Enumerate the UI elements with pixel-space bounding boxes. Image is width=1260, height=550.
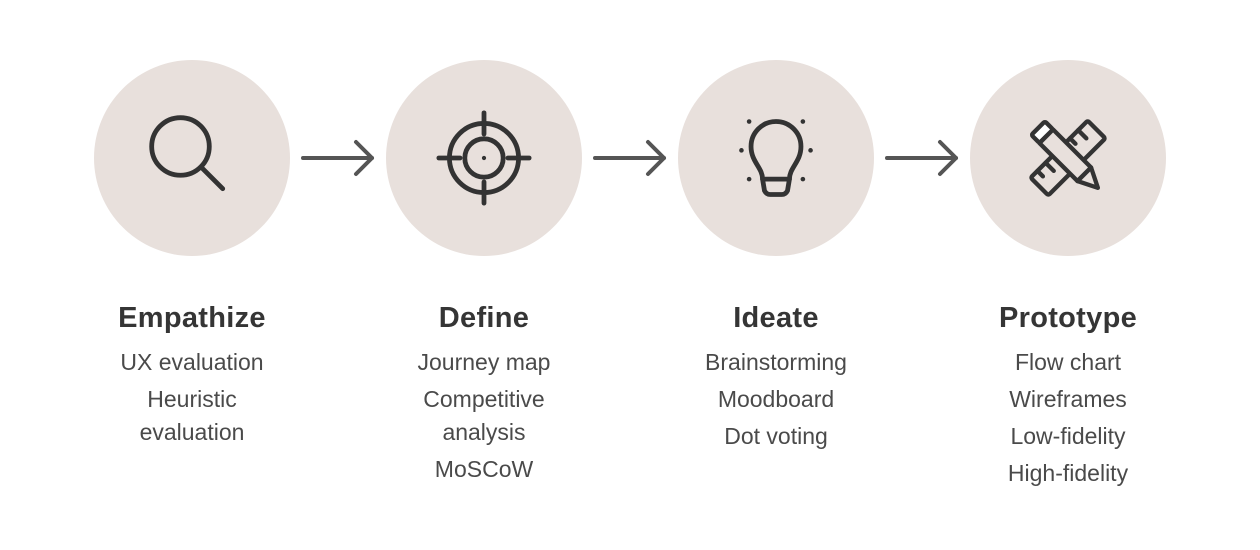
step-title: Define [438,302,530,334]
lightbulb-icon [739,119,813,197]
pencil-ruler-icon [1029,119,1107,197]
right-arrow-icon [885,140,958,176]
target-icon [436,110,532,206]
search-icon [149,115,226,192]
list-item: Dot voting [724,423,828,449]
step-item-list: Flow chart Wireframes Low-fidelity High-… [968,346,1168,494]
list-item: MoSCoW [434,456,534,482]
list-item: Flow chart [1014,349,1122,375]
list-item: Moodboard [717,386,835,412]
step-circle [94,60,290,256]
list-item: Brainstorming [705,349,847,375]
right-arrow-icon [593,140,666,176]
step-ideate: Ideate Brainstorming Moodboard Dot votin… [646,60,906,457]
step-item-list: Brainstorming Moodboard Dot voting [676,346,876,457]
list-item: Low-fidelity [1010,423,1126,449]
step-item-list: Journey map Competitive analysis MoSCoW [384,346,584,490]
list-item: UX evaluation [120,349,264,375]
step-define: Define Journey map Competitive analysis … [354,60,614,490]
step-circle [386,60,582,256]
step-prototype: Prototype Flow chart Wireframes Low-fide… [938,60,1198,494]
list-item: Competitive analysis [423,386,545,445]
step-item-list: UX evaluation Heuristic evaluation [92,346,292,453]
step-circle [970,60,1166,256]
list-item: High-fidelity [1007,460,1129,486]
step-title: Ideate [733,302,819,334]
step-title: Prototype [998,302,1138,334]
list-item: Journey map [417,349,551,375]
list-item: Heuristic evaluation [139,386,245,445]
step-circle [678,60,874,256]
list-item: Wireframes [1009,386,1127,412]
step-empathize: Empathize UX evaluation Heuristic evalua… [62,60,322,453]
step-title: Empathize [118,302,266,334]
right-arrow-icon [301,140,374,176]
